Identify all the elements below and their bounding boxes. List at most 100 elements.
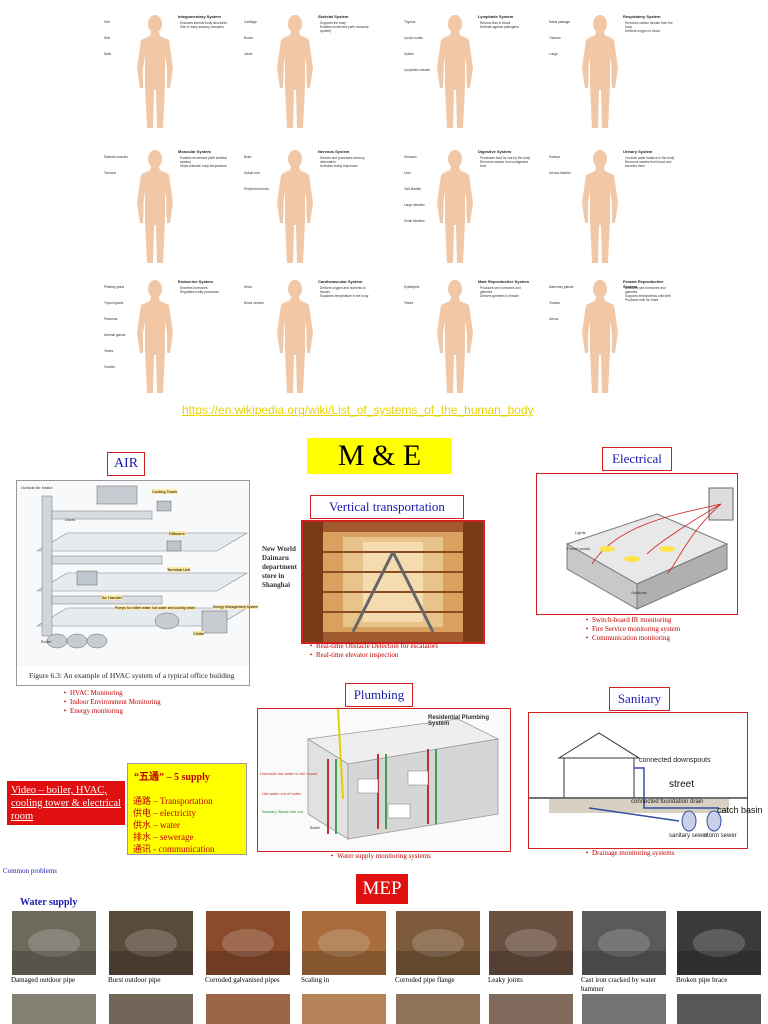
diagram-label: Chiller xyxy=(193,631,205,636)
diagram-label: Sanitary Waste line out xyxy=(262,809,303,814)
diagram-label: Power points xyxy=(567,546,591,551)
mep-title: MEP xyxy=(362,878,402,899)
diagram-label: Boiler xyxy=(41,639,52,644)
problem-photo-image xyxy=(582,929,666,975)
anatomy-label: Epididymis xyxy=(404,285,420,289)
video-link[interactable]: Video – boiler, HVAC, cooling tower & el… xyxy=(11,785,121,822)
hvac-figure-caption: Figure 6.3: An example of HVAC system of… xyxy=(29,671,235,680)
problem-photo-caption: Cast iron cracked by water hammer xyxy=(581,976,657,993)
system-bullet: Site of many sensory receptors xyxy=(180,25,224,29)
diagram-label: Terminal Unit xyxy=(167,567,191,572)
sanitary-label: Sanitary xyxy=(617,691,662,706)
air-label: AIR xyxy=(113,456,139,471)
anatomy-label: Liver xyxy=(404,171,411,175)
plumbing-label-box: Plumbing xyxy=(345,683,413,707)
human-figure xyxy=(582,280,618,393)
diagram-label: Pumps for chiller water, hot water and c… xyxy=(115,606,196,610)
five-supply-item: 排水 – sewerage xyxy=(133,832,194,842)
diagram-label: Diffusers xyxy=(169,531,185,536)
anatomy-label: Skin xyxy=(104,36,111,40)
human-figure xyxy=(137,280,173,393)
diagram-label: Energy Management System xyxy=(213,605,259,609)
diagram-label: Hot water out of boiler xyxy=(262,791,302,796)
problem-photo-second-row xyxy=(109,994,193,1024)
vertical-bullets: Real-time Obstacle Detection for escalat… xyxy=(306,642,438,660)
plumbing-diagram-title: Residential Plumbing System xyxy=(428,715,490,727)
diagram-label: sanitary sewer xyxy=(669,833,708,839)
diagram-label: Outside Air Intake xyxy=(21,485,53,490)
air-bullet: HVAC Monitoring xyxy=(60,689,161,698)
anatomy-label: Gall-bladder xyxy=(404,187,422,191)
plumbing-figure: Residential Plumbing System Domestic hot… xyxy=(257,708,511,852)
system-bullet: Equalizes temperature in the body xyxy=(320,294,369,298)
anatomy-label: Nasal passage xyxy=(549,20,571,24)
problem-photo-image xyxy=(302,929,386,975)
system-bullet: Regulates bodily processes xyxy=(180,290,219,294)
plumbing-bullets: Water supply monitoring systems xyxy=(327,852,431,861)
plumbing-label: Plumbing xyxy=(353,687,405,702)
anatomy-label: Ovaries xyxy=(104,365,115,369)
vertical-transportation-label: Vertical transportation xyxy=(329,499,445,514)
sanitary-label-box: Sanitary xyxy=(609,687,670,711)
problem-photo-image xyxy=(489,929,573,975)
video-box[interactable]: Video – boiler, HVAC, cooling tower & el… xyxy=(7,781,125,825)
problem-photo xyxy=(302,911,386,975)
system-title: Integumentary System xyxy=(178,14,221,19)
problem-photo xyxy=(677,911,761,975)
anatomy-label: Pituitary gland xyxy=(104,285,125,289)
electrical-diagram xyxy=(537,474,737,614)
vertical-transportation-label-box: Vertical transportation xyxy=(310,495,464,519)
human-figure xyxy=(582,150,618,263)
problem-photo-caption: Burst outdoor pipe xyxy=(108,976,161,984)
system-title: Skeletal System xyxy=(318,14,349,19)
electrical-bullet: Communication monitoring xyxy=(582,634,680,643)
diagram-label: Lights xyxy=(575,530,586,535)
problem-photo-image xyxy=(206,929,290,975)
problem-photo-second-row xyxy=(396,994,480,1024)
anatomy-label: Joints xyxy=(244,52,253,56)
five-supply-item: 通讯 - communication xyxy=(133,844,215,854)
escalator-photo xyxy=(301,520,485,644)
problem-photo-caption: Damaged outdoor pipe xyxy=(11,976,76,984)
system-bullet: Produces sex hormones and gametes xyxy=(625,286,666,294)
problem-photo-second-row xyxy=(206,994,290,1024)
diagram-label: Ducts xyxy=(65,517,76,522)
system-bullet: Processes food for use by the body xyxy=(480,156,530,160)
system-bullet: Produces sex hormones and gametes xyxy=(480,286,521,294)
system-bullet: Encloses internal body structures xyxy=(180,21,227,25)
system-bullet: Removes carbon dioxide from the body xyxy=(625,21,673,29)
sanitary-bullets: Drainage monitoring systems xyxy=(582,849,674,858)
diagram-label: street xyxy=(669,779,695,790)
system-bullet: Controls water balance in the body xyxy=(625,156,675,160)
system-overlay xyxy=(278,15,312,120)
anatomy-label: Adrenal glands xyxy=(104,333,126,337)
anatomy-label: Cartilage xyxy=(244,20,257,24)
problem-photo xyxy=(489,911,573,975)
system-overlay xyxy=(438,150,472,255)
system-title: Respiratory System xyxy=(623,14,661,19)
system-title: Nervous System xyxy=(318,149,350,154)
anatomy-label: Urinary bladder xyxy=(549,171,571,175)
body-systems-illustration xyxy=(137,15,618,393)
system-bullet: Activates bodily responses xyxy=(320,164,358,168)
wikipedia-link[interactable]: https://en.wikipedia.org/wiki/List_of_sy… xyxy=(182,403,534,417)
system-bullet: Delivers oxygen and nutrients to tissues xyxy=(320,286,366,294)
system-title: Endocrine System xyxy=(178,279,213,284)
problem-photo xyxy=(582,911,666,975)
anatomy-label: Kidneys xyxy=(549,155,561,159)
system-bullet: Supports embryo/fetus until birth xyxy=(625,294,671,298)
anatomy-label: Lymphatic vessels xyxy=(404,68,430,72)
problem-photo-second-row xyxy=(677,994,761,1024)
anatomy-label: Skeletal muscles xyxy=(104,155,128,159)
anatomy-label: Tendons xyxy=(104,171,117,175)
diagram-label: catch basin xyxy=(717,805,763,815)
problem-photo-image xyxy=(12,929,96,975)
anatomy-label: Mammary glands xyxy=(549,285,574,289)
five-supply-item: 通路 – Transportation xyxy=(133,796,213,806)
problem-photo-caption: Leaky joints xyxy=(488,976,523,984)
